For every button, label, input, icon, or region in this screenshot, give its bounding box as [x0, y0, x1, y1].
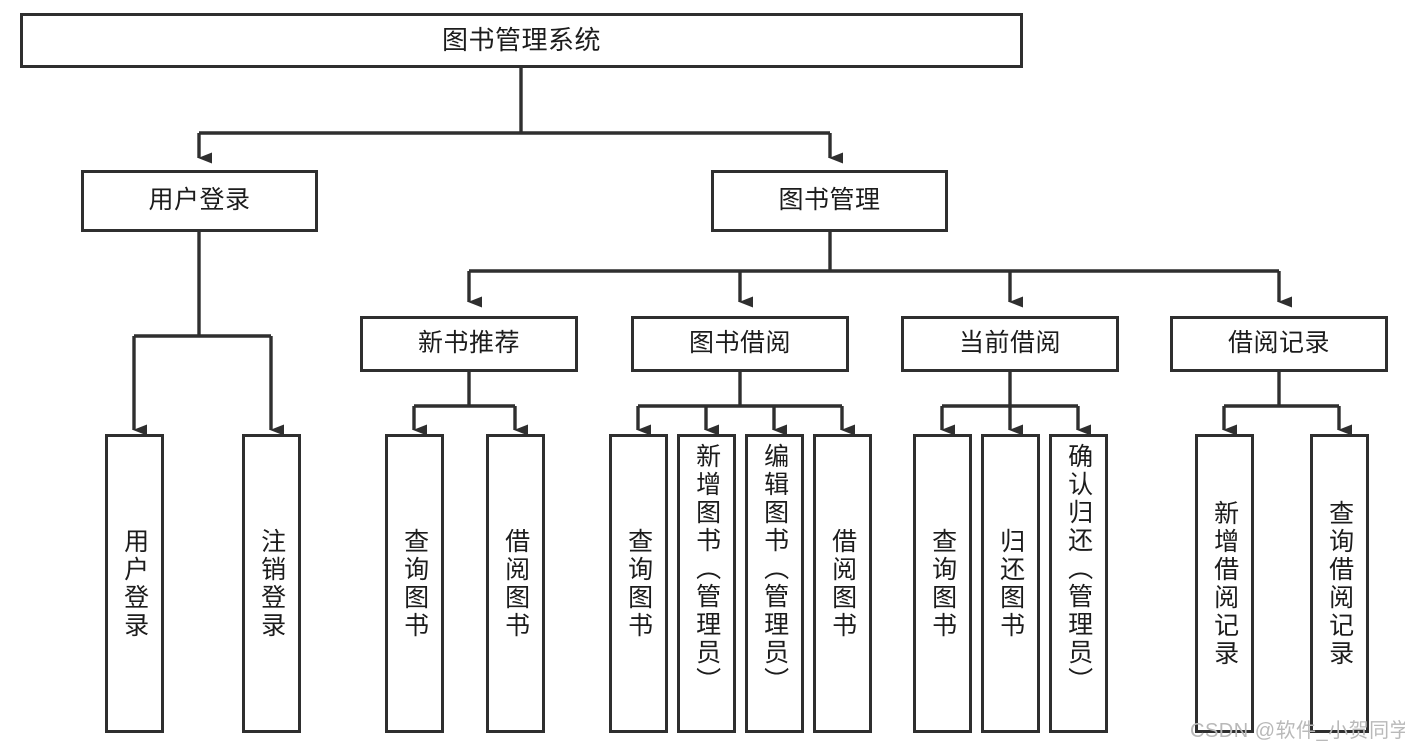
- leaf-borrow-edit-book-admin[interactable]: 编辑图书（管理员）: [745, 434, 804, 733]
- leaf-user-login-logout[interactable]: 注销登录: [242, 434, 301, 733]
- node-label: 图书管理系统: [441, 25, 601, 56]
- leaf-current-return-book[interactable]: 归还图书: [981, 434, 1040, 733]
- leaf-borrow-borrow-book[interactable]: 借阅图书: [813, 434, 872, 733]
- node-borrow-record[interactable]: 借阅记录: [1170, 316, 1388, 372]
- leaf-record-query-borrow-record[interactable]: 查询借阅记录: [1310, 434, 1369, 733]
- leaf-recommend-borrow-book[interactable]: 借阅图书: [486, 434, 545, 733]
- node-label: 查询借阅记录: [1325, 499, 1354, 668]
- node-label: 当前借阅: [958, 329, 1061, 358]
- node-label: 新增借阅记录: [1210, 499, 1239, 668]
- node-label: 确认归还（管理员）: [1064, 443, 1093, 695]
- node-label: 图书借阅: [688, 329, 791, 358]
- node-label: 新书推荐: [417, 329, 520, 358]
- node-book-management[interactable]: 图书管理: [711, 170, 948, 232]
- node-new-book-recommend[interactable]: 新书推荐: [360, 316, 578, 372]
- node-label: 注销登录: [257, 527, 286, 640]
- node-label: 新增图书（管理员）: [692, 443, 721, 695]
- node-label: 归还图书: [996, 527, 1025, 640]
- node-user-login[interactable]: 用户登录: [81, 170, 318, 232]
- node-label: 借阅图书: [828, 527, 857, 640]
- node-label: 借阅记录: [1227, 329, 1330, 358]
- node-label: 查询图书: [624, 527, 653, 640]
- leaf-current-query-book[interactable]: 查询图书: [913, 434, 972, 733]
- leaf-record-add-borrow-record[interactable]: 新增借阅记录: [1195, 434, 1254, 733]
- node-label: 查询图书: [928, 527, 957, 640]
- node-current-borrow[interactable]: 当前借阅: [901, 316, 1119, 372]
- node-root-book-management-system[interactable]: 图书管理系统: [20, 13, 1023, 68]
- node-label: 用户登录: [120, 527, 149, 640]
- csdn-watermark: CSDN @软件_小贺同学: [1190, 720, 1405, 742]
- node-label: 借阅图书: [501, 527, 530, 640]
- leaf-borrow-add-book-admin[interactable]: 新增图书（管理员）: [677, 434, 736, 733]
- node-label: 编辑图书（管理员）: [760, 443, 789, 695]
- node-label: 查询图书: [400, 527, 429, 640]
- leaf-current-confirm-return-admin[interactable]: 确认归还（管理员）: [1049, 434, 1108, 733]
- node-label: 图书管理: [778, 186, 881, 215]
- node-book-borrow[interactable]: 图书借阅: [631, 316, 849, 372]
- leaf-user-login-login[interactable]: 用户登录: [105, 434, 164, 733]
- leaf-borrow-query-book[interactable]: 查询图书: [609, 434, 668, 733]
- leaf-recommend-query-book[interactable]: 查询图书: [385, 434, 444, 733]
- node-label: 用户登录: [148, 186, 251, 215]
